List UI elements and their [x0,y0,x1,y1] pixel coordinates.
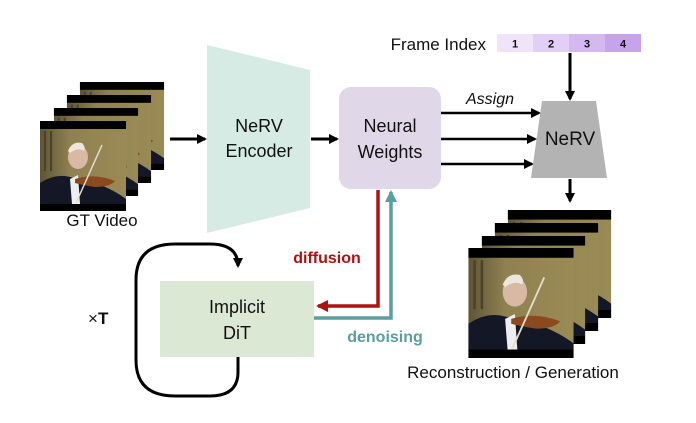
neural-weights-box [339,87,441,189]
frame-index-cell [569,34,605,52]
input-label: GT Video [66,211,137,230]
input-video-stack [40,82,165,211]
decoder-label: NeRV [545,129,596,150]
denoising-arrow [314,190,397,320]
weights-label-line1: Neural [363,116,416,136]
encoder-label-line2: Encoder [225,141,292,161]
output-label: Reconstruction / Generation [407,363,619,382]
assign-label: Assign [465,91,514,108]
frame-index-cell-label: 4 [620,39,627,51]
denoising-label: denoising [347,329,423,346]
loop-label-times: × [88,309,98,328]
frame-index-cell [605,34,641,52]
nerv-encoder [207,45,310,233]
frame-index-cell-label: 3 [584,39,590,51]
implicit-dit-box [160,281,314,357]
dit-label-line2: DiT [223,323,251,343]
diffusion-arrow [316,190,380,312]
input-frame-1 [40,121,126,211]
frame-index-cell [533,34,569,52]
loop-arrow [134,242,243,398]
output-video-stack [467,210,613,358]
encoder-label-line1: NeRV [235,116,283,136]
weights-label-line2: Weights [358,142,423,162]
nerv-decoder [531,101,607,178]
dit-label-line1: Implicit [209,297,265,317]
frame-index-cell-label: 1 [512,39,518,51]
diffusion-label: diffusion [293,250,361,267]
frame-index-cell [497,34,533,52]
output-frame-1 [467,248,575,358]
loop-label: ×T [88,309,109,328]
frame-index-bar: 1 2 3 4 [497,34,641,52]
frame-index-cell-label: 2 [548,39,554,51]
frame-index-label: Frame Index [391,35,487,54]
loop-label-t: T [98,309,109,328]
